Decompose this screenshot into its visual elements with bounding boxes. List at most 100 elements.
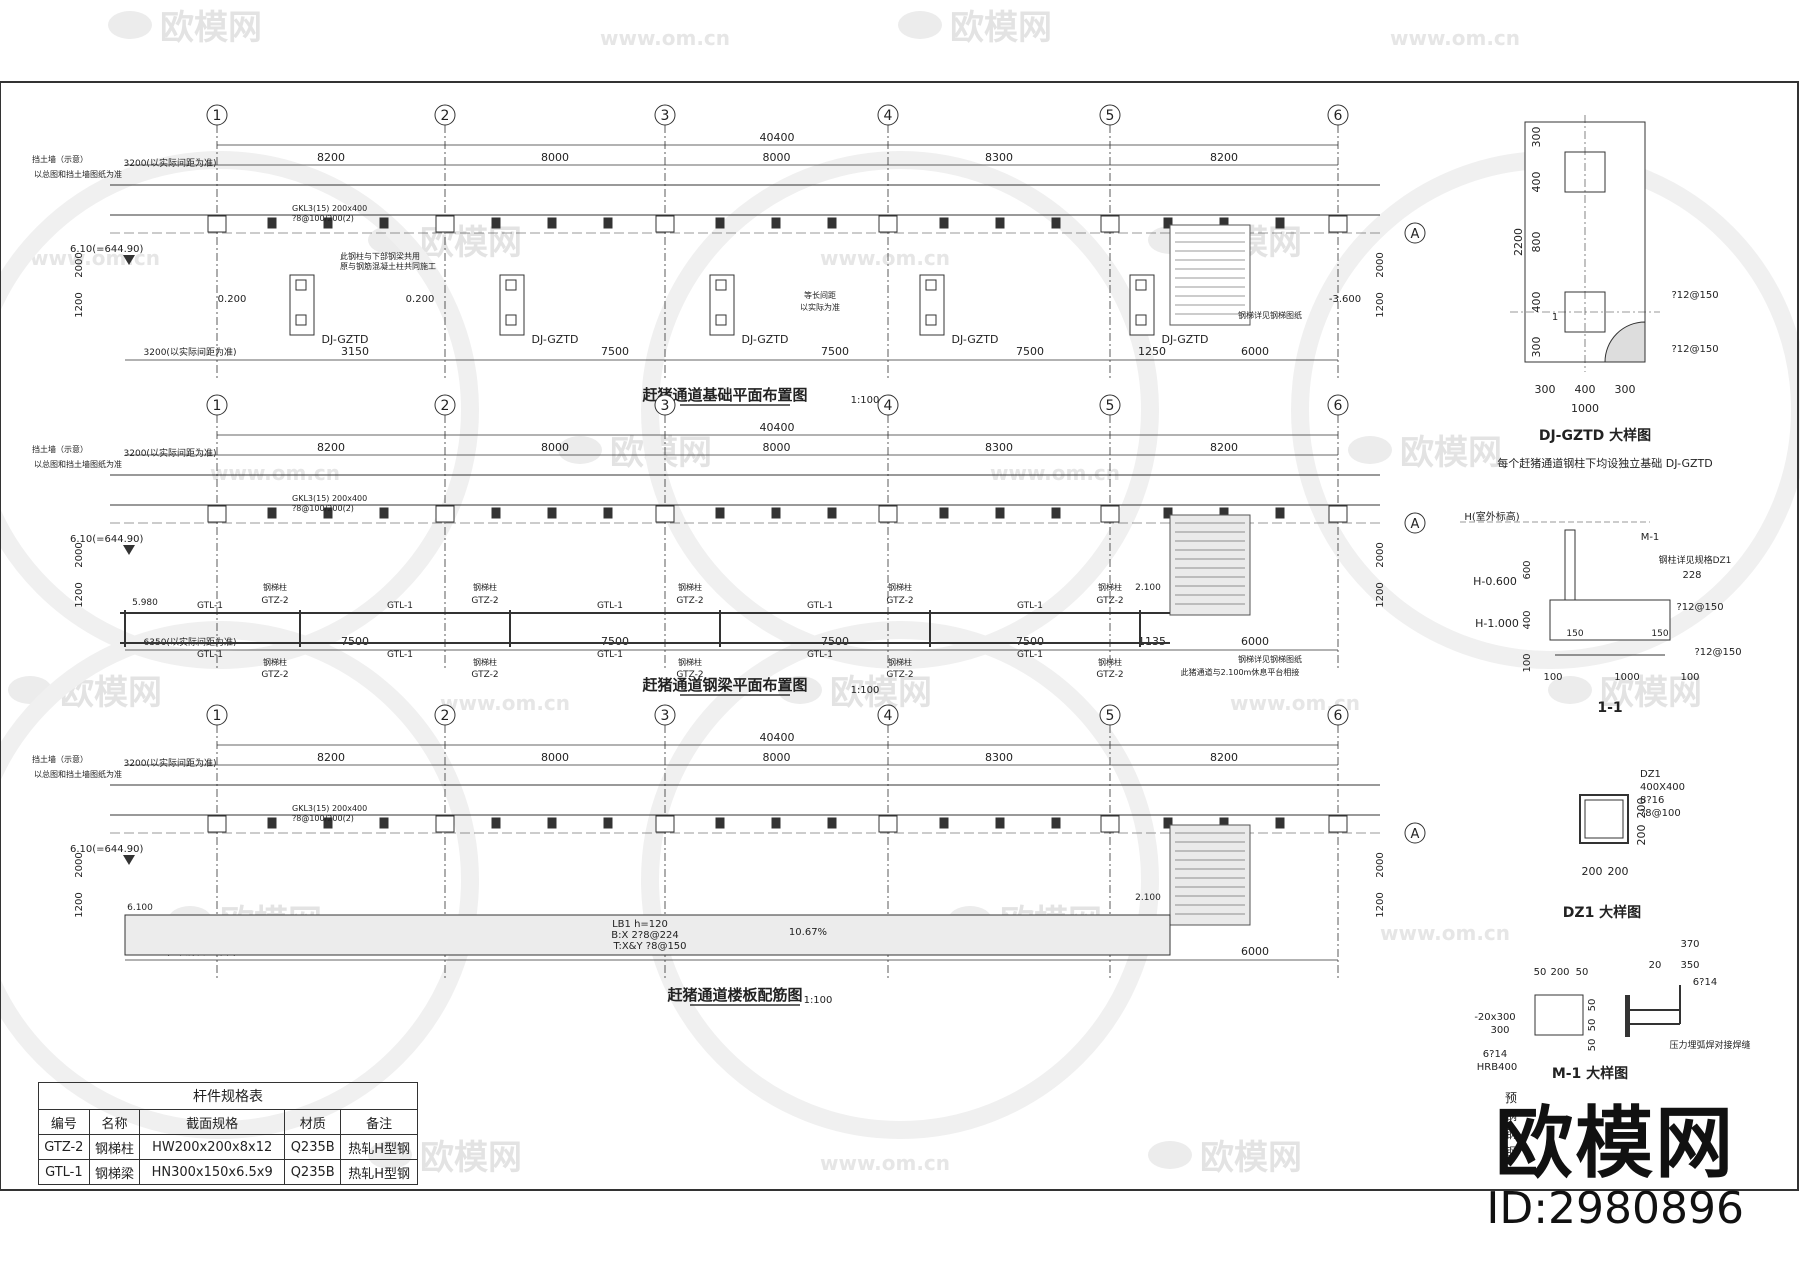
s11-label: 钢柱详见规格DZ1 [1659, 554, 1732, 566]
m1-label: 300 [1490, 1025, 1509, 1036]
span-dim: 8000 [541, 151, 569, 164]
foundation-column [925, 314, 937, 326]
dj-title: DJ-GZTD 大样图 [1539, 427, 1651, 444]
s11-label: H-1.000 [1475, 617, 1519, 630]
elev-label: 6.10(=644.90) [70, 244, 144, 255]
wall-pier [995, 507, 1005, 519]
axis-label: 1 [213, 708, 222, 724]
watermark-brand: 欧模网 [420, 1138, 522, 1178]
column-label: GTZ-2 [886, 670, 913, 680]
slab-label: B:X 2?8@224 [611, 930, 678, 941]
overall-dim: 40400 [760, 421, 795, 434]
m1-label: 压力埋弧焊对接焊缝 [1669, 1039, 1750, 1051]
wall-pier [491, 817, 501, 829]
column-label: 钢梯柱 [678, 657, 702, 667]
m1-title: M-1 大样图 [1552, 1065, 1628, 1082]
column-label: GTZ-2 [261, 596, 288, 606]
span-dim: 8200 [317, 441, 345, 454]
spec-table: 杆件规格表 编号 名称 截面规格 材质 备注 GTZ-2 钢梯柱 HW200x2… [38, 1082, 418, 1185]
foundation-column [925, 279, 937, 291]
wall-pier [939, 817, 949, 829]
dz1-label: 200 [1582, 865, 1603, 878]
s11-label: 100 [1680, 672, 1699, 683]
wall-pier [267, 507, 277, 519]
m1-plate-side [1625, 995, 1630, 1037]
slab-label: LB1 h=120 [612, 919, 668, 930]
wall-note: 挡土墙（示意） [32, 754, 88, 764]
side-dim: 2000 [74, 852, 85, 877]
wall-pier [491, 507, 501, 519]
dj-rebar: ?12@150 [1671, 290, 1718, 301]
m1-label: 6?14 [1483, 1049, 1507, 1060]
wall-pier [491, 217, 501, 229]
dj-rebar-hatch [1604, 321, 1646, 363]
elev-note: 0.200 [406, 294, 435, 305]
sub-dim: 7500 [1016, 635, 1044, 648]
wall-pier [547, 507, 557, 519]
misc-note: 此猪通道与2.100m休息平台相接 [1181, 667, 1300, 677]
foundation-column [505, 314, 517, 326]
beam-label: GTL-1 [387, 650, 413, 660]
cell-remark: 热轧H型钢 [340, 1134, 418, 1160]
column [1100, 815, 1120, 833]
elev-marker-icon [123, 545, 135, 555]
foundation-column [295, 314, 307, 326]
beam-label: GTL-1 [197, 601, 223, 611]
foundation-label: DJ-GZTD [322, 333, 369, 346]
span-dim: 8200 [1210, 441, 1238, 454]
watermark-url: www.om.cn [1380, 921, 1510, 945]
column [878, 815, 898, 833]
span-dim: 8000 [763, 151, 791, 164]
watermark-brand: 欧模网 [950, 8, 1052, 48]
beam-label: GTL-1 [197, 650, 223, 660]
plan-scale: 1:100 [851, 395, 880, 406]
row-axis-bubble [1404, 222, 1426, 244]
row-axis-label: A [1411, 517, 1420, 532]
beam-note: ?8@100/200(2) [292, 504, 354, 513]
s11-label: 400 [1522, 610, 1533, 629]
dj-dim: 300 [1615, 383, 1636, 396]
note-line: 钢 [1505, 1109, 1517, 1123]
foundation-column [715, 279, 727, 291]
cell-name: 钢梯梁 [88, 1159, 141, 1185]
s11-label: 100 [1543, 672, 1562, 683]
m1-label: 50 [1576, 967, 1589, 978]
wall-pier [603, 817, 613, 829]
watermark-logo-icon [778, 676, 822, 704]
axis-label: 2 [441, 108, 450, 124]
wall-pier [1051, 217, 1061, 229]
column-label: GTZ-2 [676, 670, 703, 680]
foundation-column [1135, 314, 1147, 326]
section-1-1: H(室外标高)H-0.600H-1.000M-1钢柱详见规格DZ1228?12@… [1460, 510, 1742, 716]
watermark-url: www.om.cn [820, 246, 950, 270]
watermark-brand: 欧模网 [1400, 433, 1502, 473]
beam-label: GTL-1 [1017, 650, 1043, 660]
row-axis-bubble [1404, 512, 1426, 534]
span-dim: 8000 [763, 441, 791, 454]
wall-pier [771, 507, 781, 519]
sheet-border [0, 81, 1799, 1191]
side-dim: 1200 [1375, 582, 1386, 607]
watermark-url: www.om.cn [210, 461, 340, 485]
column [655, 215, 675, 233]
s11-label: 228 [1682, 570, 1701, 581]
beam-label: GTL-1 [597, 650, 623, 660]
m1-plate [1534, 994, 1584, 1036]
s11-title: 1-1 [1597, 700, 1622, 716]
column [207, 215, 227, 233]
column [1100, 215, 1120, 233]
s11-label: 150 [1651, 629, 1668, 639]
beam-label: GTL-1 [387, 601, 413, 611]
spec-table-caption: 杆件规格表 [38, 1082, 418, 1109]
misc-note: 以实际为准 [800, 302, 840, 312]
cell-material: Q235B [284, 1134, 342, 1160]
stair-block [1169, 224, 1251, 326]
cell-material: Q235B [284, 1159, 342, 1185]
row-axis-bubble [1404, 822, 1426, 844]
wall-pier [827, 507, 837, 519]
wall-pier [1051, 507, 1061, 519]
m1-label: 50 [1534, 967, 1547, 978]
foundation [289, 274, 315, 336]
